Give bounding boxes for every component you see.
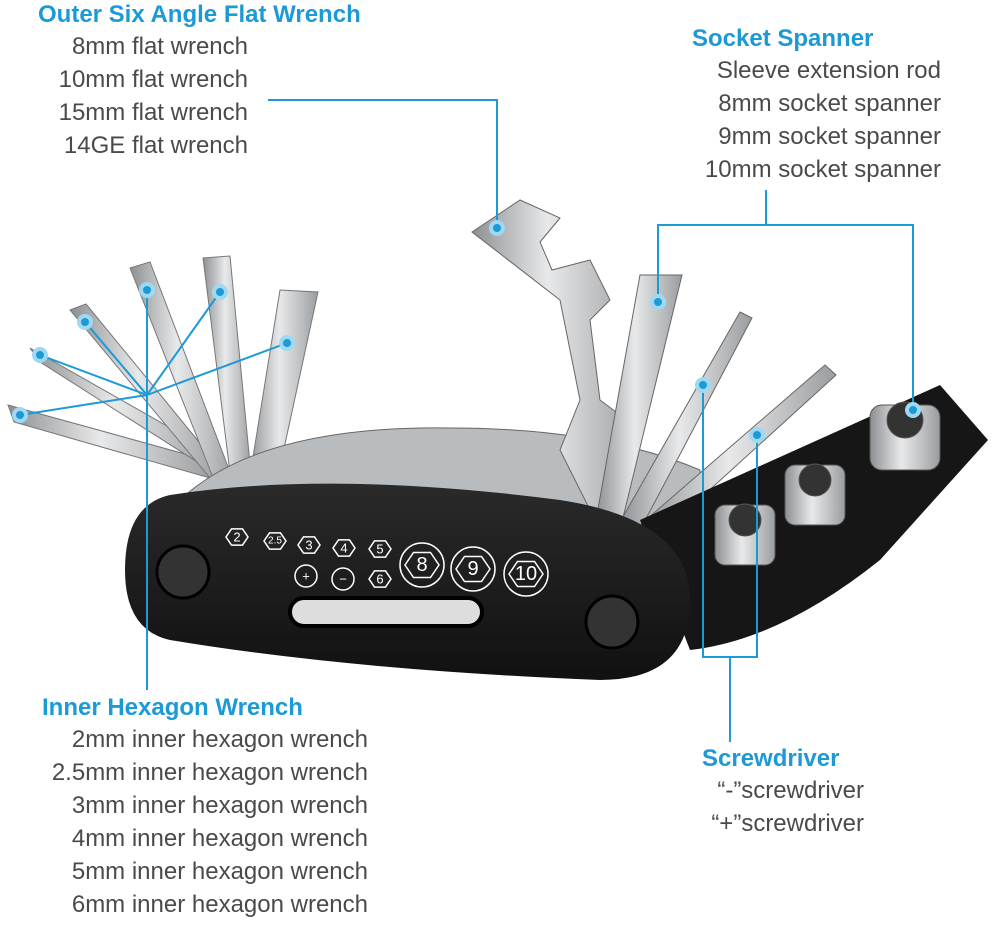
bolt-right (584, 594, 640, 650)
marking-ring (399, 542, 445, 588)
callout-title: Socket Spanner (692, 25, 874, 52)
callout-item: 4mm inner hexagon wrench (71, 825, 368, 852)
marking-label: 3 (305, 538, 312, 553)
callout-dots (12, 220, 921, 443)
marking-hexagon (508, 560, 544, 588)
callout-screwdriver: Screwdriver “-”screwdriver “+”screwdriver (692, 744, 864, 840)
callout-item: “-”screwdriver (717, 777, 864, 804)
callout-item: 2mm inner hexagon wrench (71, 726, 368, 753)
marking-label: + (302, 569, 310, 584)
callout-item: 2.5mm inner hexagon wrench (51, 759, 368, 786)
body-slot (288, 596, 484, 628)
callout-item: 15mm flat wrench (58, 99, 248, 126)
callout-item: 8mm socket spanner (718, 90, 941, 117)
callout-outer-flat-wrench: Outer Six Angle Flat Wrench 8mm flat wre… (38, 0, 361, 162)
marking-hexagon (368, 540, 392, 558)
marking-label: 4 (340, 541, 347, 556)
callout-title: Screwdriver (702, 745, 840, 772)
callout-item: “+”screwdriver (711, 810, 864, 837)
marking-label: 2.5 (268, 536, 282, 547)
marking-label: 6 (376, 572, 383, 587)
callout-item: 6mm inner hexagon wrench (71, 891, 368, 918)
marking-label: 5 (376, 542, 383, 557)
marking-hexagon (332, 539, 356, 557)
callout-item: 3mm inner hexagon wrench (71, 792, 368, 819)
marking-ring (294, 564, 318, 588)
marking-ring (503, 551, 549, 597)
sockets (714, 401, 941, 566)
marking-label: 10 (515, 563, 537, 585)
marking-hexagon (225, 528, 249, 546)
callout-lines (19, 99, 914, 742)
callout-item: 5mm inner hexagon wrench (71, 858, 368, 885)
marking-hexagon (368, 570, 392, 588)
bolt-left (155, 544, 211, 600)
marking-label: 9 (467, 558, 478, 580)
marking-hexagon (404, 551, 440, 579)
callout-item: Sleeve extension rod (716, 57, 941, 84)
callout-item: 10mm socket spanner (704, 156, 941, 183)
body-markings: 2 2.5 3 4 5 + − 6 8 9 10 (225, 528, 549, 597)
callout-item: 14GE flat wrench (63, 132, 248, 159)
callout-item: 10mm flat wrench (58, 66, 248, 93)
marking-label: 2 (233, 530, 240, 545)
marking-ring (450, 546, 496, 592)
callout-inner-hexagon-wrench: Inner Hexagon Wrench 2mm inner hexagon w… (16, 693, 368, 921)
callout-item: 8mm flat wrench (71, 33, 248, 60)
marking-hexagon (263, 532, 287, 550)
marking-label: 8 (416, 554, 427, 576)
marking-ring (331, 567, 355, 591)
marking-hexagon (455, 555, 491, 583)
callout-title: Outer Six Angle Flat Wrench (38, 1, 361, 28)
callout-item: 9mm socket spanner (718, 123, 941, 150)
callout-title: Inner Hexagon Wrench (42, 694, 303, 721)
marking-label: − (339, 572, 347, 587)
callout-socket-spanner: Socket Spanner Sleeve extension rod 8mm s… (676, 24, 941, 186)
flat-wrench (471, 199, 641, 532)
marking-hexagon (297, 536, 321, 554)
